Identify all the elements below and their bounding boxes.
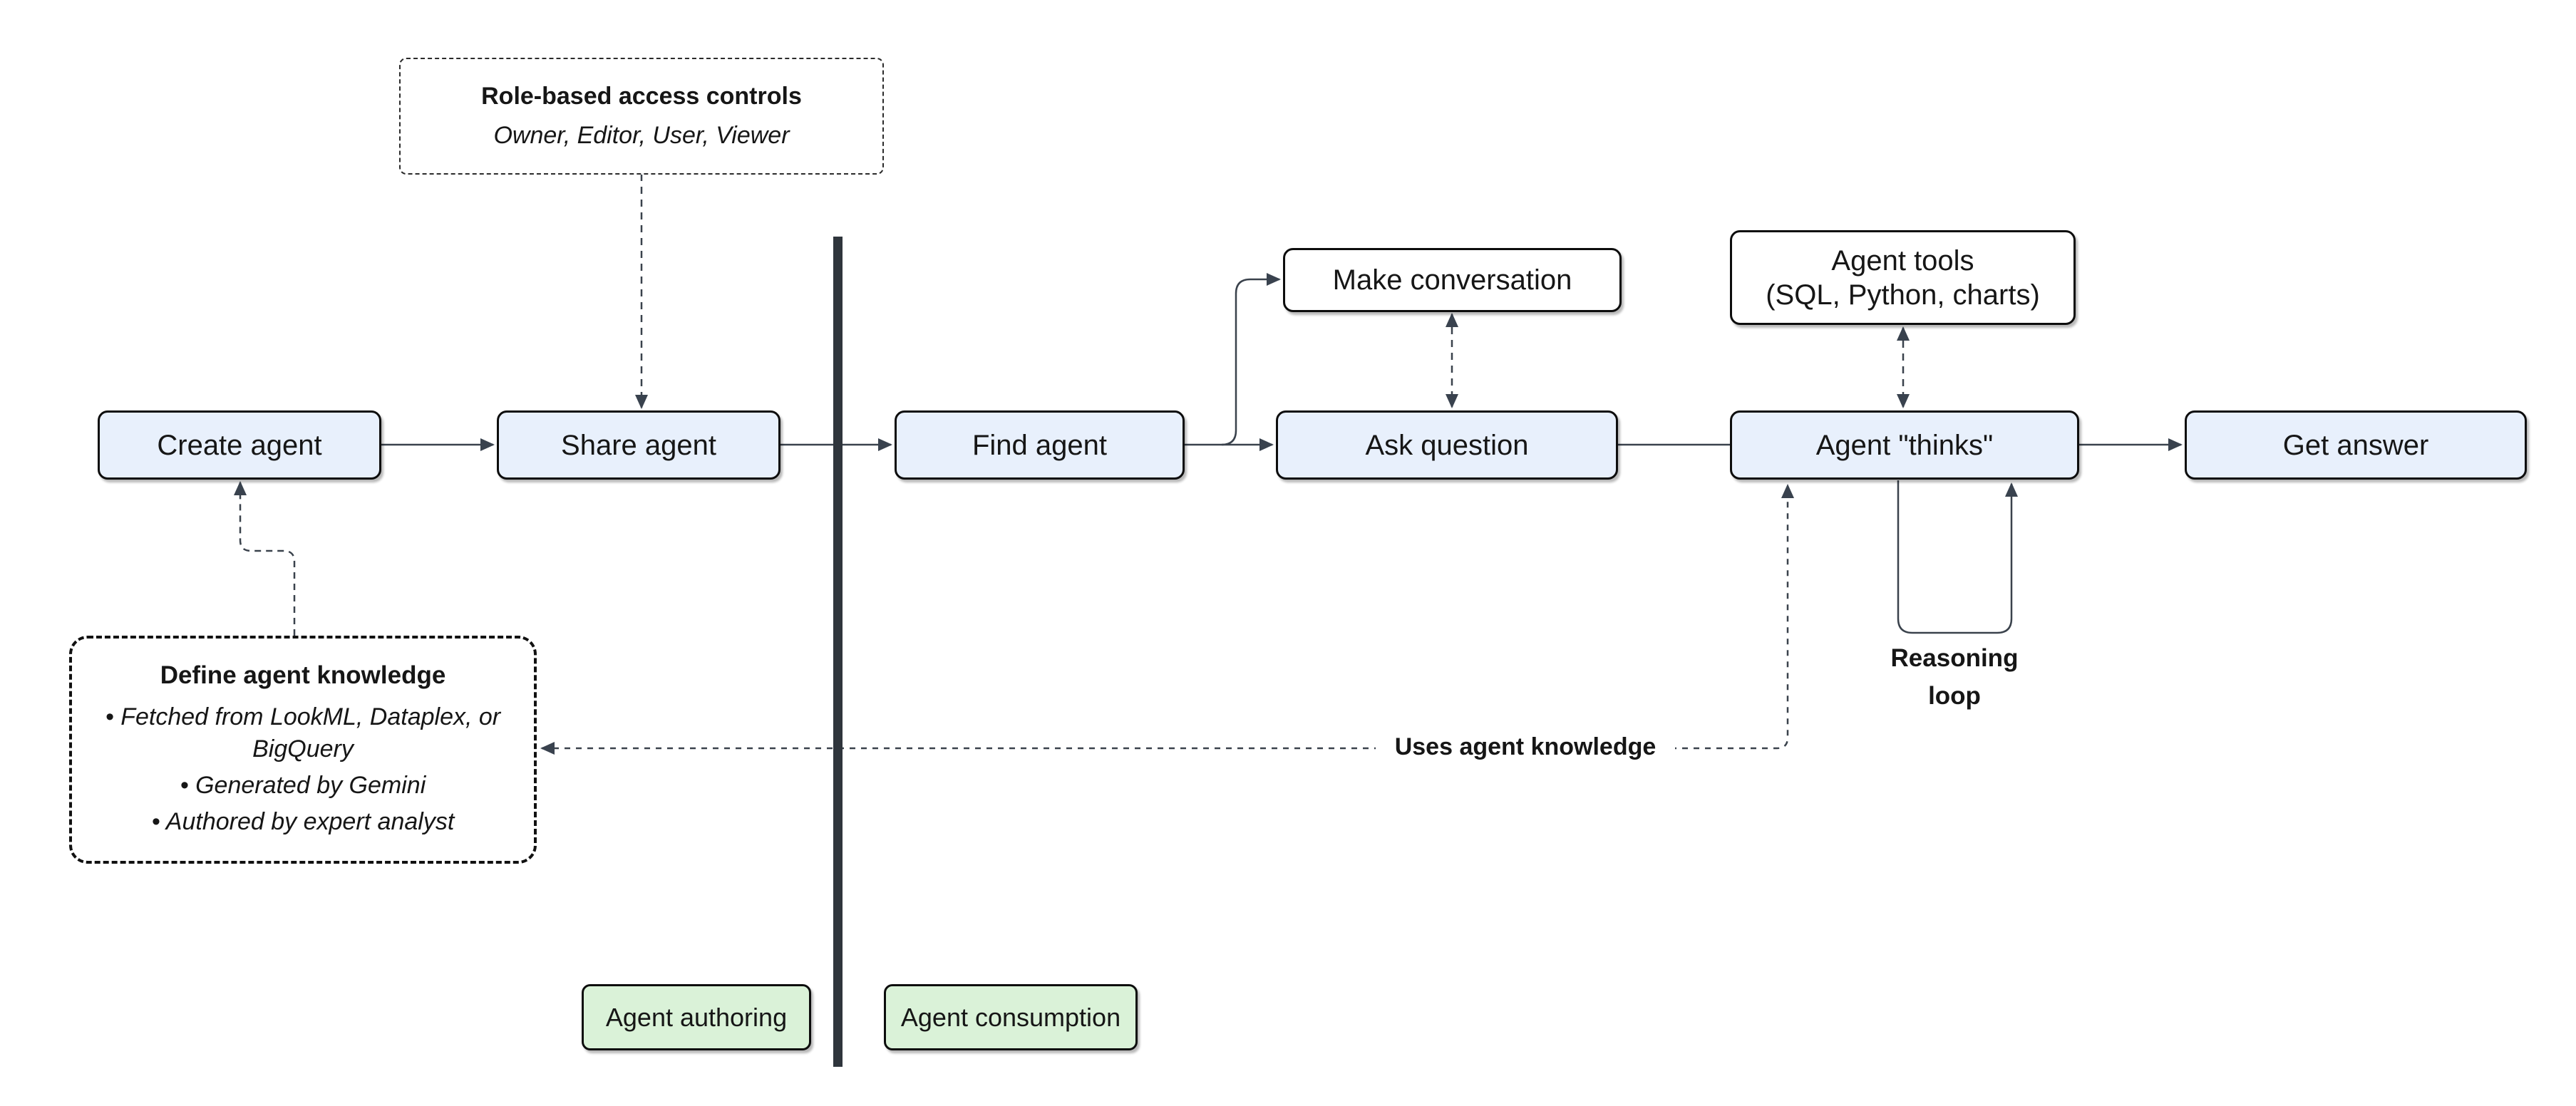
- reasoning-loop-label: Reasoning loop: [1865, 640, 2044, 715]
- edge-reasoning-loop: [1897, 480, 2018, 634]
- role-based-access-roles: Owner, Editor, User, Viewer: [493, 122, 790, 149]
- edge-knowledge-to-create: [234, 481, 296, 636]
- zone-label-agent-consumption: Agent consumption: [884, 984, 1138, 1050]
- role-based-access-box: Role-based access controls Owner, Editor…: [399, 58, 884, 175]
- node-get-answer: Get answer: [2185, 410, 2527, 480]
- role-based-access-title: Role-based access controls: [481, 83, 802, 110]
- define-agent-knowledge-box: Define agent knowledge • Fetched from Lo…: [69, 636, 537, 864]
- node-make-conversation: Make conversation: [1283, 248, 1622, 312]
- knowledge-bullet: • Generated by Gemini: [180, 772, 426, 799]
- knowledge-bullet: • Authored by expert analyst: [151, 807, 455, 835]
- node-agent-tools: Agent tools (SQL, Python, charts): [1730, 230, 2076, 325]
- authoring-consumption-divider: [833, 237, 843, 1067]
- node-create-agent: Create agent: [98, 410, 381, 480]
- reasoning-loop-line2: loop: [1928, 681, 1981, 710]
- knowledge-bullet: • Fetched from LookML, Dataplex, or BigQ…: [105, 703, 501, 763]
- node-find-agent: Find agent: [895, 410, 1185, 480]
- agent-tools-line1: Agent tools: [1831, 244, 1974, 276]
- edge-uses-agent-knowledge: [540, 484, 1794, 755]
- node-agent-thinks: Agent "thinks": [1730, 410, 2079, 480]
- agent-tools-line2: (SQL, Python, charts): [1766, 279, 2040, 311]
- node-ask-question: Ask question: [1276, 410, 1618, 480]
- zone-label-agent-authoring: Agent authoring: [582, 984, 811, 1050]
- define-agent-knowledge-title: Define agent knowledge: [160, 661, 446, 690]
- uses-agent-knowledge-label: Uses agent knowledge: [1376, 731, 1675, 764]
- edge-find-to-make-conversation: [1221, 273, 1281, 446]
- node-share-agent: Share agent: [497, 410, 780, 480]
- reasoning-loop-line1: Reasoning: [1890, 644, 2019, 672]
